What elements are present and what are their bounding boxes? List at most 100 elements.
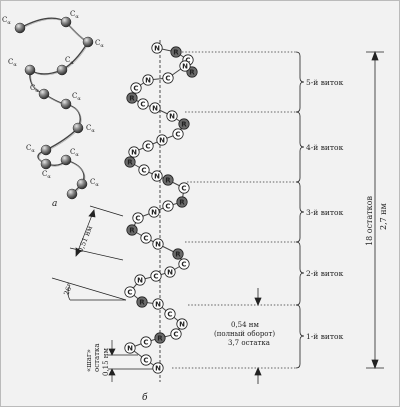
helix-atom-label: N (159, 137, 165, 145)
helix-atom-c (140, 354, 152, 366)
helix-atom-label: R (179, 199, 185, 207)
helix-atom-label: R (165, 177, 171, 185)
calpha-atom (14, 22, 26, 34)
helix-atom-label: R (129, 95, 135, 103)
helix-atom-c (178, 258, 190, 270)
helix-atom-label: R (139, 299, 145, 307)
helix-atom-label: C (140, 101, 145, 109)
helix-atom-r (170, 46, 182, 58)
rise-note-2: остатка (93, 343, 101, 372)
helix-atom-label: N (154, 45, 160, 53)
calpha-label: Cα (70, 148, 79, 158)
turn-braces (295, 51, 305, 369)
helix-atom-label: N (155, 301, 161, 309)
helix-atom-label: R (175, 251, 181, 259)
calpha-atom (60, 16, 72, 28)
helix-atom-n (152, 362, 164, 374)
helix-atom-label: C (153, 273, 158, 281)
helix-atom-label: C (175, 131, 180, 139)
calpha-atom (24, 64, 36, 76)
helix-atom-n (152, 298, 164, 310)
helix-atom-c (130, 82, 142, 94)
distance-label: 0,51 нм (76, 224, 94, 253)
calpha-atom (66, 188, 78, 200)
helix-atom-n (151, 170, 163, 182)
helix-atom-n (151, 42, 163, 54)
helix-atom-c (164, 308, 176, 320)
helix-atom-c (172, 128, 184, 140)
helix-atom-r (172, 248, 184, 260)
distance-dimension (51, 205, 127, 301)
rise-dimension (108, 340, 160, 382)
calpha-label: Cα (70, 10, 79, 20)
rise-note-1: «шаг» (85, 349, 93, 372)
helix-atom-r (154, 332, 166, 344)
helix-atom-c (138, 164, 150, 176)
helix-atom-label: N (145, 77, 151, 85)
helix-atom-n (164, 266, 176, 278)
helix-atom-label: R (173, 49, 179, 57)
calpha-label: Cα (90, 178, 99, 188)
helix-atom-c (132, 212, 144, 224)
helix-atom-label: C (143, 235, 148, 243)
helix-atom-label: R (181, 121, 187, 129)
helix-atom-label: N (154, 173, 160, 181)
helix-atom-label: N (169, 113, 175, 121)
helix-atom-n (128, 146, 140, 158)
helix-atom-n (179, 60, 191, 72)
helix-atom-label: R (189, 69, 195, 77)
rise-label: 0,15 нм (102, 348, 110, 376)
helix-atom-label: N (155, 241, 161, 249)
helix-atom-label: N (179, 321, 185, 329)
helix-atom-c (140, 336, 152, 348)
pitch-note-label: (полный оборот) (214, 330, 275, 338)
helix-atom-r (126, 224, 138, 236)
panel-a-label: а (52, 199, 57, 209)
calpha-label: Cα (30, 84, 39, 94)
helix-atom-r (176, 196, 188, 208)
helix-atom-n (148, 206, 160, 218)
helix-atom-label: N (182, 63, 188, 71)
helix-atom-r (162, 174, 174, 186)
helix-atom-label: C (143, 357, 148, 365)
turn-label-2: 2-й виток (306, 269, 344, 278)
helix-atom-label: C (181, 261, 186, 269)
helix-atom-label: N (152, 105, 158, 113)
calpha-label: Cα (26, 144, 35, 154)
turn-label-4: 4-й виток (306, 143, 344, 152)
calpha-atom (56, 64, 68, 76)
helix-atom-label: C (135, 215, 140, 223)
helix-atom-c (150, 270, 162, 282)
length-total-label: 2,7 нм (379, 203, 388, 230)
helix-atom-label: C (141, 167, 146, 175)
helix-atom-label: C (143, 339, 148, 347)
helix-atom-label: N (155, 365, 161, 373)
helix-atom-c (170, 328, 182, 340)
turn-separators (172, 51, 296, 369)
helix-atom-label: C (165, 75, 170, 83)
calpha-label: Cα (2, 16, 11, 26)
helix-atom-n (124, 342, 136, 354)
helix-atom-c (142, 140, 154, 152)
calpha-atom (76, 178, 88, 190)
helix-atom-label: R (129, 227, 135, 235)
calpha-atom (72, 122, 84, 134)
turn-label-5: 5-й виток (306, 78, 344, 87)
helix-atom-label: C (173, 331, 178, 339)
calpha-atom (38, 88, 50, 100)
helix-atom-label: R (157, 335, 163, 343)
calpha-label: Cα (65, 56, 74, 66)
total-length-dimension (366, 50, 384, 370)
helix-atom-c (162, 200, 174, 212)
helix-atom-label: N (127, 345, 133, 353)
helix-atom-n (166, 110, 178, 122)
helix-atom-c (162, 72, 174, 84)
helix-atom-c (178, 182, 190, 194)
calpha-atom (60, 154, 72, 166)
helix-atom-c (137, 98, 149, 110)
calpha-backbone-path (19, 17, 90, 195)
pitch-arrows (254, 288, 262, 384)
helix-atom-label: C (165, 203, 170, 211)
